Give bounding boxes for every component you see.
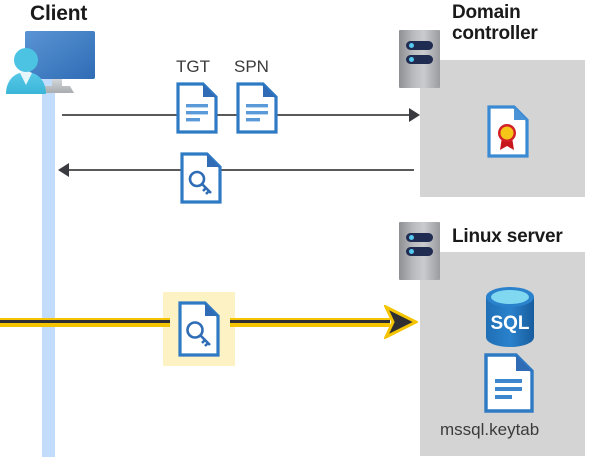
- document-certificate-icon: [487, 105, 529, 158]
- client-lifeline: [42, 72, 55, 457]
- server-led: [409, 43, 414, 48]
- client-computer-icon: [4, 28, 104, 100]
- domain-controller-title-line1: Domain: [452, 2, 521, 23]
- keytab-filename-label: mssql.keytab: [440, 420, 540, 439]
- server-rack-icon-linux-server: [399, 222, 440, 280]
- sql-database-icon: SQL: [482, 285, 538, 349]
- document-key-icon-ticket: [178, 301, 220, 357]
- client-title: Client: [30, 2, 88, 25]
- server-led: [409, 249, 414, 254]
- domain-controller-title: Domain controller: [452, 2, 592, 45]
- flow-present-ticket-line-right: [230, 318, 390, 327]
- document-lines-icon-spn: [236, 82, 278, 134]
- svg-text:SQL: SQL: [490, 313, 529, 334]
- domain-controller-title-line2: controller: [452, 23, 538, 45]
- server-led-bar: [406, 247, 433, 256]
- tgt-label: TGT: [176, 57, 210, 76]
- spn-label: SPN: [234, 57, 269, 76]
- arrow-right-highlighted-icon: [382, 303, 420, 341]
- server-led-bar: [406, 41, 433, 50]
- server-led-bar: [406, 55, 433, 64]
- linux-server-title: Linux server: [452, 226, 563, 247]
- document-lines-icon-keytab: [484, 353, 534, 413]
- flow-present-ticket-line-left: [0, 318, 170, 327]
- arrow-right-icon: [409, 108, 420, 122]
- flow-response-line: [62, 169, 414, 171]
- document-key-icon-response: [180, 152, 222, 204]
- server-led: [409, 57, 414, 62]
- server-rack-icon-domain-controller: [399, 30, 440, 88]
- arrow-left-icon: [58, 163, 69, 177]
- server-led-bar: [406, 233, 433, 242]
- document-lines-icon-tgt: [176, 82, 218, 134]
- server-led: [409, 235, 414, 240]
